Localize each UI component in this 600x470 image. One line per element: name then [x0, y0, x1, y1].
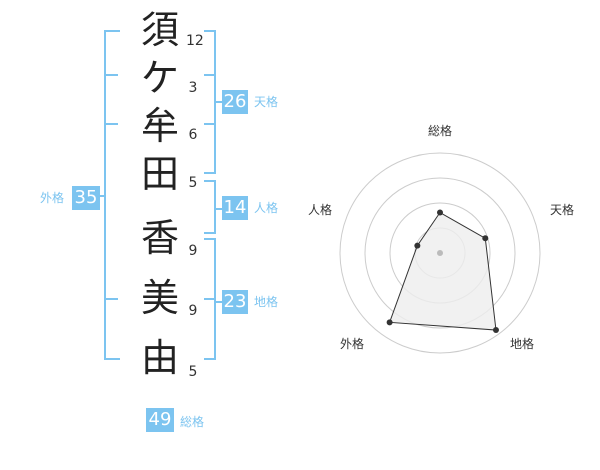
- radar-grid-ring: [364, 177, 516, 329]
- soukaku-value: 49: [146, 408, 174, 432]
- jinkaku-bracket: [204, 180, 216, 234]
- chikaku-bracket: [204, 238, 216, 360]
- name-char-3: 牟: [140, 104, 179, 148]
- gaikaku-connector: [98, 195, 106, 197]
- radar-chart: [339, 152, 541, 354]
- radar-point-5: [414, 242, 421, 249]
- name-char-5: 香: [140, 216, 179, 260]
- stroke-count-6: 9: [188, 303, 198, 319]
- stroke-count-4: 5: [188, 175, 198, 191]
- chikaku-label: 地格: [254, 295, 279, 309]
- gaikaku-mid-tick-2: [104, 123, 118, 125]
- stroke-count-7: 5: [188, 364, 198, 380]
- gaikaku-mid-tick-1: [104, 74, 118, 76]
- name-char-6: 美: [140, 276, 179, 320]
- gaikaku-mid-tick-3: [104, 298, 118, 300]
- radar-label-soukaku: 総格: [428, 124, 453, 138]
- soukaku-label: 総格: [180, 415, 205, 429]
- name-char-2: ケ: [140, 56, 179, 100]
- stroke-count-2: 3: [188, 80, 198, 96]
- chikaku-value: 23: [222, 290, 248, 314]
- stroke-count-3: 6: [188, 127, 198, 143]
- radar-series-polygon: [388, 211, 497, 331]
- tenkaku-connector: [214, 101, 222, 103]
- radar-label-tenkaku: 天格: [550, 203, 575, 217]
- name-char-7: 由: [140, 336, 179, 380]
- tenkaku-value: 26: [222, 90, 248, 114]
- radar-label-gaikaku: 外格: [340, 337, 365, 351]
- jinkaku-label: 人格: [254, 201, 279, 215]
- radar-label-jinkaku: 人格: [308, 203, 333, 217]
- jinkaku-value: 14: [222, 196, 248, 220]
- name-char-4: 田: [140, 152, 179, 196]
- jinkaku-connector: [214, 208, 222, 210]
- radar-center-point: [437, 250, 443, 256]
- gaikaku-label: 外格: [40, 191, 65, 205]
- radar-grid-ring: [339, 152, 541, 354]
- radar-label-chikaku: 地格: [510, 337, 535, 351]
- stroke-count-5: 9: [188, 243, 198, 259]
- radar-point-3: [492, 327, 499, 334]
- name-char-1: 須: [140, 8, 179, 52]
- stroke-count-1: 12: [186, 33, 204, 49]
- radar-point-4: [386, 319, 393, 326]
- chikaku-connector: [214, 301, 222, 303]
- tenkaku-mid-tick-2: [204, 123, 214, 125]
- tenkaku-label: 天格: [254, 95, 279, 109]
- chikaku-mid-tick: [204, 298, 214, 300]
- radar-point-1: [437, 209, 443, 216]
- tenkaku-mid-tick-1: [204, 74, 214, 76]
- radar-point-2: [482, 235, 489, 242]
- gaikaku-bracket: [104, 30, 120, 360]
- gaikaku-value: 35: [72, 186, 100, 210]
